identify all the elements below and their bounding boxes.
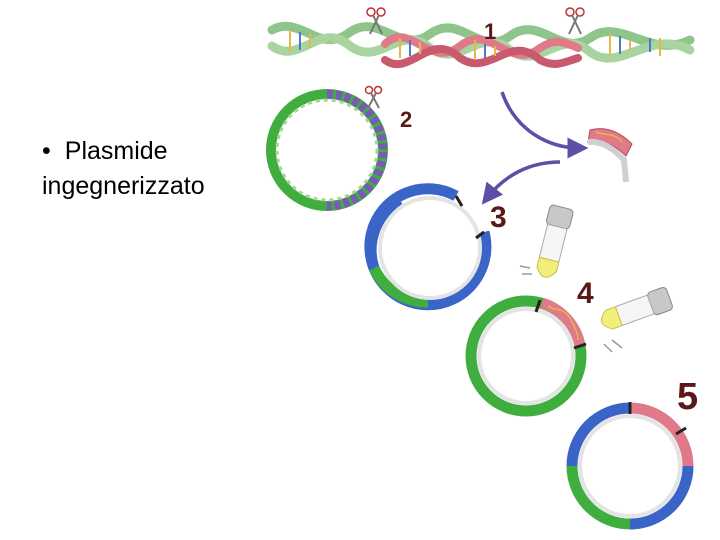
dna-fragment: [587, 128, 633, 183]
scissors-icon: [565, 7, 585, 35]
step-number-5: 5: [677, 376, 698, 418]
step-number-4: 4: [577, 277, 594, 310]
bullet-dot: •: [42, 137, 51, 165]
test-tube-icon: [536, 204, 574, 278]
scissors-icon: [366, 7, 386, 35]
plasmid-original: [266, 89, 388, 211]
arrow-icon: [481, 160, 561, 205]
step-number-1: 1: [484, 19, 496, 44]
arrow-icon: [500, 91, 589, 159]
step-number-3: 3: [490, 201, 507, 234]
plasmid-cut: [364, 183, 492, 311]
dna-helix: [267, 21, 695, 69]
test-tube-icon: [600, 286, 673, 330]
caption-line-2: ingegnerizzato: [42, 172, 205, 200]
slide-caption: • Plasmide ingegnerizzato: [42, 134, 205, 204]
plasmid-with-insert: [465, 295, 587, 417]
plasmid-recombinant: [566, 402, 694, 530]
step-number-2: 2: [400, 107, 412, 132]
dna-insert-segment: [381, 33, 582, 69]
scissors-icon: [364, 85, 383, 109]
caption-line-1: Plasmide: [64, 137, 168, 165]
